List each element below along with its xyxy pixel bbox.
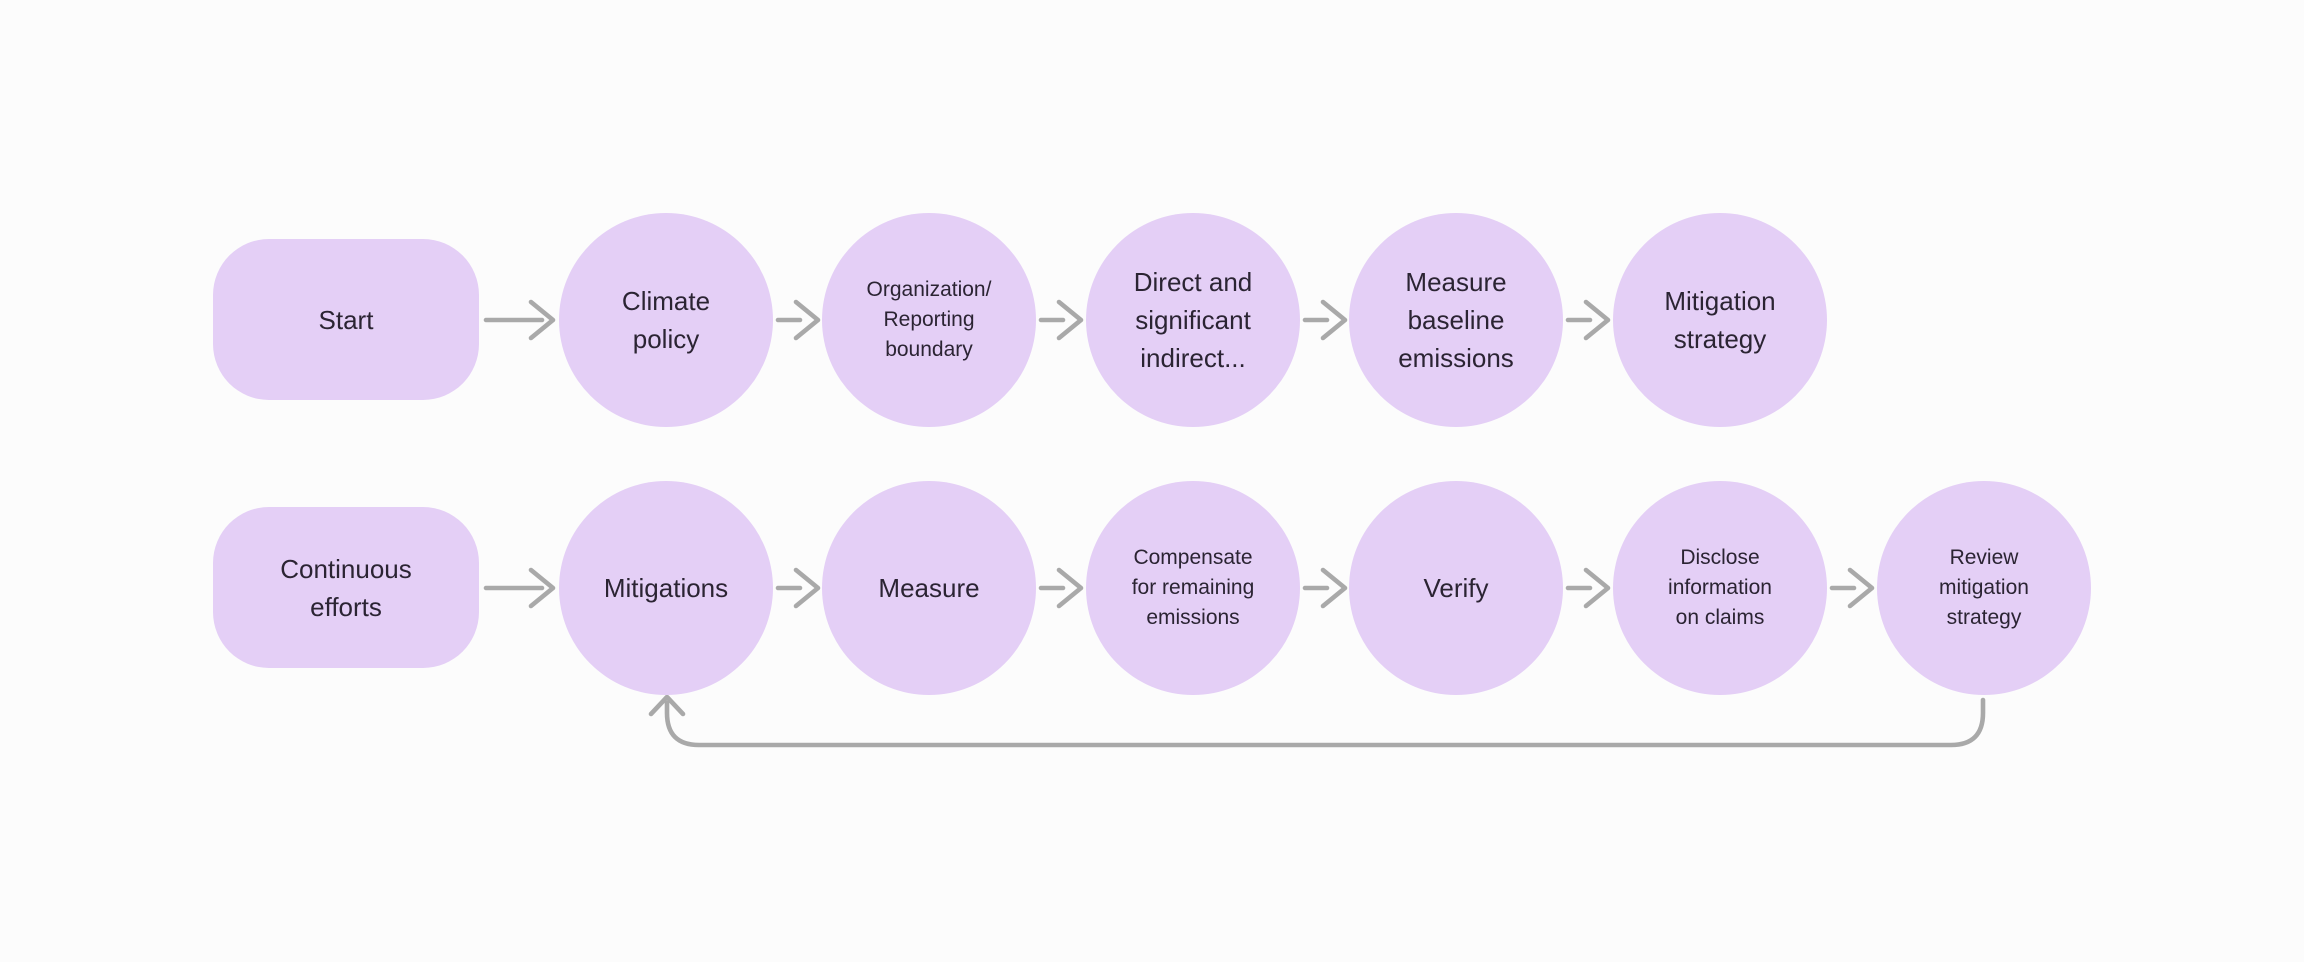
node-direct-and-significant-indirect[interactable]: Direct and significant indirect... bbox=[1086, 213, 1300, 427]
arrow-start-to-climate bbox=[483, 299, 556, 341]
node-label: Measure bbox=[878, 573, 980, 603]
node-label-line: mitigation bbox=[1939, 576, 2029, 599]
node-continuous-efforts[interactable]: Continuous efforts bbox=[213, 507, 479, 668]
arrow-compensate-to-verify bbox=[1302, 567, 1348, 609]
node-label: Mitigations bbox=[603, 573, 729, 603]
node-review-mitigation-strategy[interactable]: Review mitigation strategy bbox=[1877, 481, 2091, 695]
node-label-line: policy bbox=[632, 324, 700, 354]
arrow-verify-to-disclose bbox=[1565, 567, 1611, 609]
node-label-line: Review bbox=[1949, 546, 2019, 569]
arrow-climate-to-organization bbox=[775, 299, 821, 341]
node-label-line: Organization/ bbox=[866, 278, 992, 301]
node-label-line: Climate bbox=[621, 286, 711, 316]
node-start[interactable]: Start bbox=[213, 239, 479, 400]
node-disclose-information-on-claims[interactable]: Disclose information on claims bbox=[1613, 481, 1827, 695]
arrow-measure-to-compensate bbox=[1038, 567, 1084, 609]
node-label: Start bbox=[318, 304, 374, 335]
node-label-line: significant bbox=[1135, 305, 1251, 335]
node-label-line: Continuous bbox=[280, 553, 412, 584]
node-label-line: emissions bbox=[1398, 343, 1514, 373]
node-measure[interactable]: Measure bbox=[822, 481, 1036, 695]
node-label-line: Reporting bbox=[883, 308, 975, 331]
arrow-organization-to-direct bbox=[1038, 299, 1084, 341]
node-label-line: baseline bbox=[1407, 305, 1505, 335]
node-organization-reporting-boundary[interactable]: Organization/ Reporting boundary bbox=[822, 213, 1036, 427]
node-label-line: Compensate bbox=[1133, 546, 1253, 569]
node-label-line: boundary bbox=[885, 338, 973, 361]
node-label-line: strategy bbox=[1946, 606, 2022, 629]
node-label-line: Direct and bbox=[1133, 267, 1253, 297]
arrow-mitigations-to-measure bbox=[775, 567, 821, 609]
node-verify[interactable]: Verify bbox=[1349, 481, 1563, 695]
node-label-line: emissions bbox=[1146, 606, 1240, 629]
feedback-loop-arrow bbox=[648, 694, 1986, 748]
node-label-line: efforts bbox=[310, 591, 382, 622]
node-label-line: Disclose bbox=[1680, 546, 1760, 569]
node-climate-policy[interactable]: Climate policy bbox=[559, 213, 773, 427]
node-label-line: for remaining bbox=[1131, 576, 1255, 599]
arrow-continuous-to-mitigations bbox=[483, 567, 556, 609]
node-mitigation-strategy[interactable]: Mitigation strategy bbox=[1613, 213, 1827, 427]
node-mitigations[interactable]: Mitigations bbox=[559, 481, 773, 695]
node-label-line: Mitigation bbox=[1664, 286, 1776, 316]
node-label-line: Measure bbox=[1405, 267, 1507, 297]
node-label-line: on claims bbox=[1675, 606, 1765, 629]
node-label: Verify bbox=[1423, 573, 1489, 603]
node-measure-baseline-emissions[interactable]: Measure baseline emissions bbox=[1349, 213, 1563, 427]
arrow-measure-baseline-to-mitigation-strategy bbox=[1565, 299, 1611, 341]
node-label-line: strategy bbox=[1673, 324, 1767, 354]
node-label-line: indirect... bbox=[1140, 343, 1246, 373]
node-label-line: information bbox=[1668, 576, 1772, 599]
node-compensate-for-remaining-emissions[interactable]: Compensate for remaining emissions bbox=[1086, 481, 1300, 695]
arrow-direct-to-measure-baseline bbox=[1302, 299, 1348, 341]
arrow-disclose-to-review bbox=[1829, 567, 1875, 609]
